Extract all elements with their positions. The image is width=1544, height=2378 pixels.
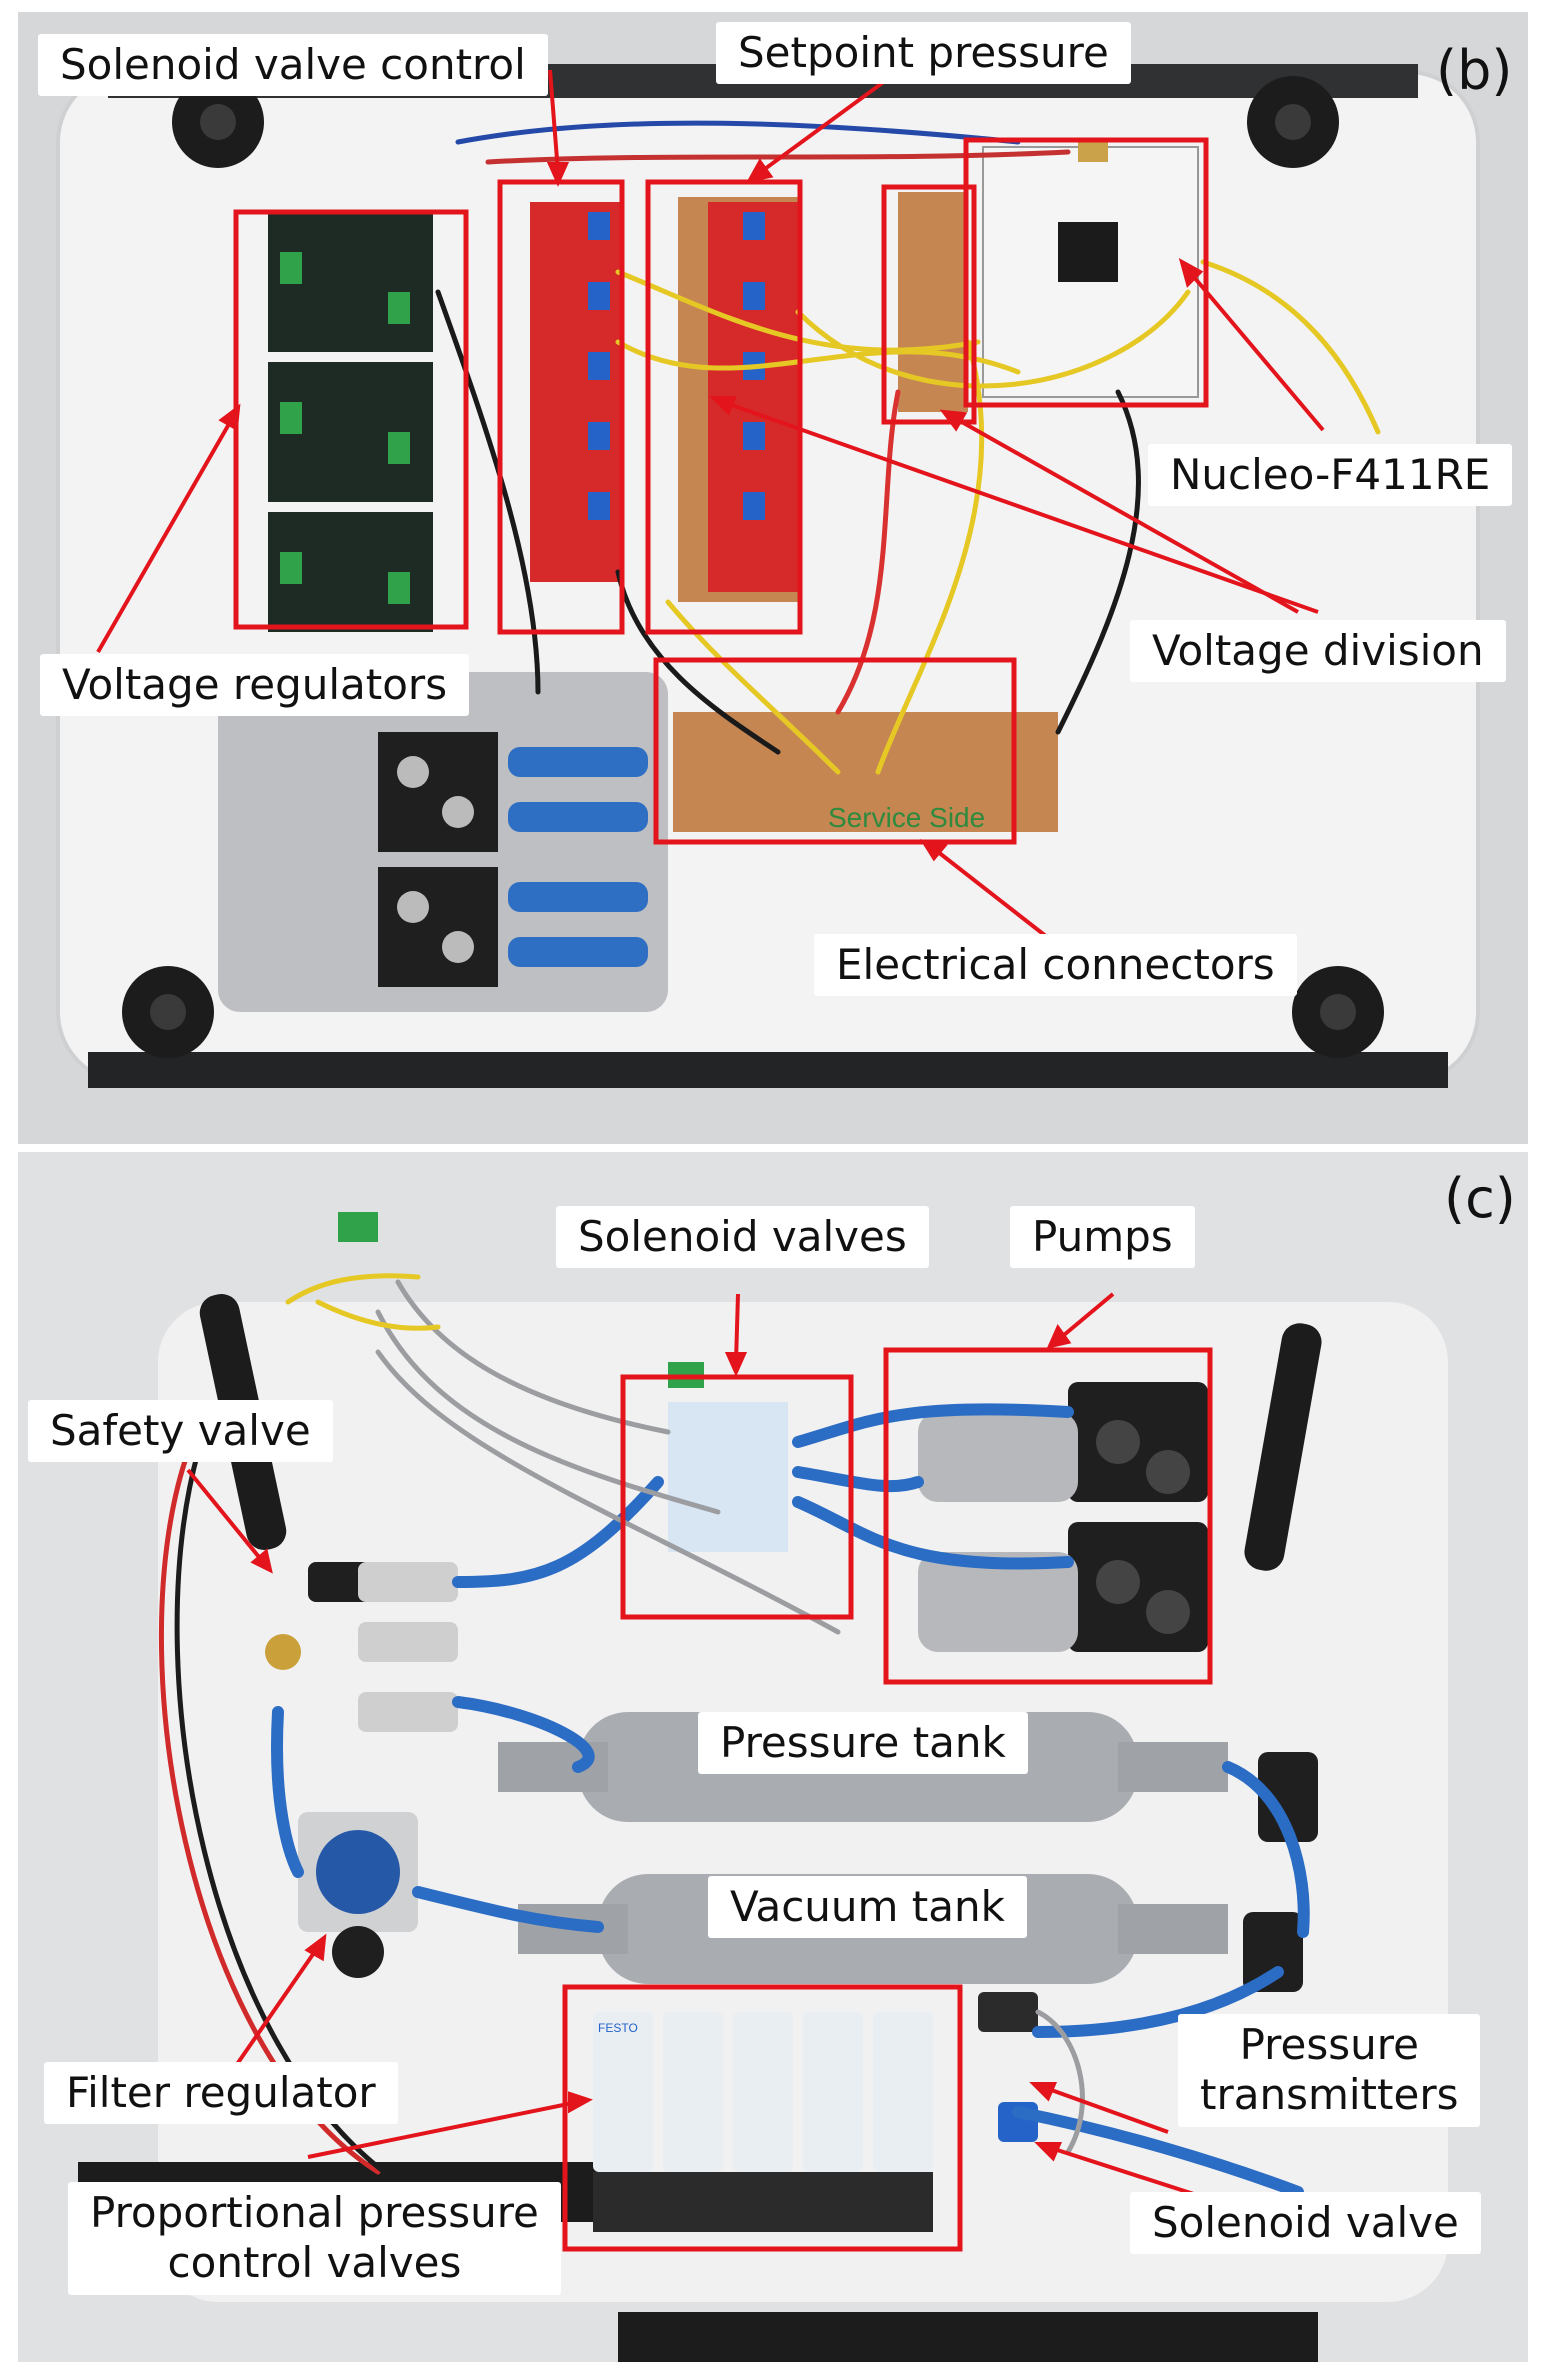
label-pressure-transmitters-line-1: Pressure [1239, 2020, 1419, 2069]
festo-print: FESTO [598, 2021, 638, 2035]
service-side-print: Service Side [828, 802, 985, 833]
panel-tag-c: (c) [1444, 1167, 1516, 1230]
label-vacuum-tank: Vacuum tank [708, 1876, 1027, 1939]
label-proportional-valves: Proportional pressure control valves [68, 2182, 561, 2295]
panel-tag-b: (b) [1436, 39, 1513, 102]
label-electrical-connectors: Electrical connectors [814, 934, 1297, 997]
photo-b: Service Side [18, 12, 1528, 1144]
label-pressure-transmitters: Pressure transmitters [1178, 2014, 1481, 2127]
label-voltage-regulators: Voltage regulators [40, 654, 470, 717]
label-safety-valve: Safety valve [28, 1400, 333, 1463]
label-solenoid-valve-control: Solenoid valve control [38, 34, 548, 97]
label-pressure-transmitters-line-2: transmitters [1200, 2070, 1459, 2120]
label-pumps: Pumps [1010, 1206, 1195, 1269]
panel-b: Service Side [18, 12, 1528, 1144]
label-voltage-division: Voltage division [1130, 620, 1506, 683]
label-solenoid-valves: Solenoid valves [556, 1206, 929, 1269]
label-proportional-valves-line-2: control valves [167, 2238, 462, 2288]
label-solenoid-valve: Solenoid valve [1130, 2192, 1481, 2255]
label-filter-regulator: Filter regulator [44, 2062, 398, 2125]
label-pressure-tank: Pressure tank [698, 1712, 1028, 1775]
label-proportional-valves-line-1: Proportional pressure [90, 2188, 539, 2237]
label-nucleo: Nucleo-F411RE [1148, 444, 1513, 507]
panel-c: FESTO [18, 1152, 1528, 2362]
label-setpoint-pressure: Setpoint pressure [716, 22, 1131, 85]
